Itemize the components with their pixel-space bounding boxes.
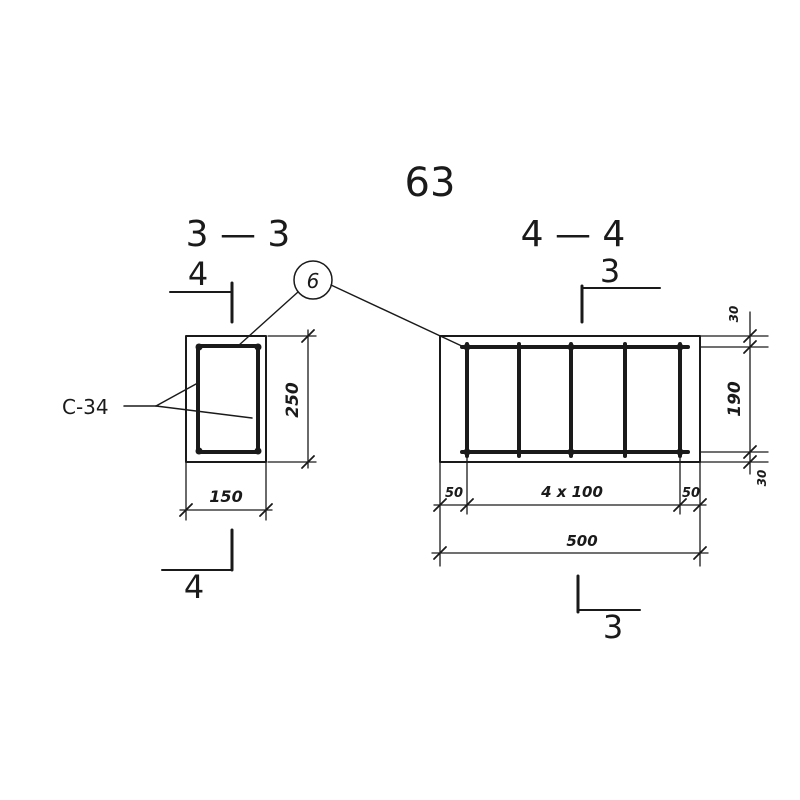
rebar-dot xyxy=(463,448,471,456)
rebar-dot xyxy=(254,447,262,455)
rebar-dot xyxy=(254,343,262,351)
dim-horizontal-chain: 50 4 x 100 50 xyxy=(433,455,707,567)
rebar-dot xyxy=(567,448,575,456)
dim-overall-500: 500 xyxy=(431,532,709,560)
cut-mark-3-bottom-label: 3 xyxy=(603,608,623,646)
cut-mark-4-bottom: 4 xyxy=(161,528,234,606)
cut-mark-3-bottom: 3 xyxy=(576,574,641,646)
section-4-4: 4 — 4 3 xyxy=(431,214,769,646)
sheet-number: 63 xyxy=(405,160,456,206)
cut-mark-3-top-label: 3 xyxy=(600,252,620,290)
position-bubble xyxy=(293,260,333,300)
dim-height-250-label: 250 xyxy=(283,382,303,418)
rebar-dot xyxy=(676,448,684,456)
position-bubble-label: 6 xyxy=(307,269,320,293)
section-4-4-title: 4 — 4 xyxy=(521,214,626,255)
dim-height-250: 250 xyxy=(267,329,317,469)
dim-spacing-label: 4 x 100 xyxy=(540,483,603,501)
rebar-dot xyxy=(195,447,203,455)
rebar-dot xyxy=(567,343,575,351)
rebar-dot xyxy=(676,343,684,351)
callout-c34: С-34 xyxy=(62,383,253,419)
position-callout: 6 xyxy=(237,260,467,349)
dim-vertical-chain: 30 190 30 xyxy=(699,306,769,487)
section-3-3-title: 3 — 3 xyxy=(186,214,291,255)
cut-mark-4-bottom-label: 4 xyxy=(184,568,204,606)
dim-width-150: 150 xyxy=(179,461,273,521)
callout-c34-label: С-34 xyxy=(62,395,109,419)
rebar-dot xyxy=(463,343,471,351)
dim-top-cover-label: 30 xyxy=(727,306,741,323)
section-3-3-outline xyxy=(185,335,267,463)
section-3-3-stirrup xyxy=(196,344,260,454)
dim-overall-label: 500 xyxy=(566,532,597,550)
cut-mark-4-top: 4 xyxy=(169,255,234,324)
dim-left-edge-label: 50 xyxy=(445,486,463,501)
dim-middle-label: 190 xyxy=(725,381,745,417)
section-4-4-outline xyxy=(439,335,701,463)
section-3-3: 3 — 3 4 С-34 250 xyxy=(62,214,317,606)
dim-width-150-label: 150 xyxy=(209,487,242,506)
dim-right-edge-label: 50 xyxy=(682,486,700,501)
cut-mark-3-top: 3 xyxy=(580,252,661,324)
cut-mark-4-top-label: 4 xyxy=(188,255,208,293)
rebar-dot xyxy=(195,343,203,351)
dim-bottom-cover-label: 30 xyxy=(755,470,769,487)
